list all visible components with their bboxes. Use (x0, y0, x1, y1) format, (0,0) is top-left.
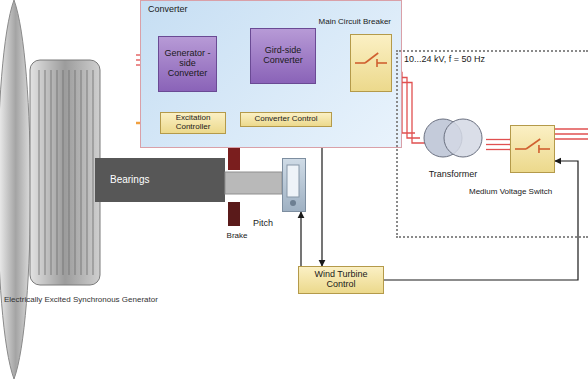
node-label: Generator -side Converter (159, 49, 216, 79)
wire-strand (486, 149, 510, 150)
main-shaft (225, 172, 282, 194)
switch-symbol (351, 35, 391, 91)
wire-strand (486, 139, 510, 140)
converter-panel: ConverterGenerator -side Converter Gird-s… (140, 0, 402, 148)
brake-caliper (228, 202, 240, 226)
grid-wire (555, 128, 588, 129)
medium-voltage-switch: Medium Voltage Switch (510, 125, 555, 173)
node-label: Pitch (253, 219, 273, 229)
brake-label-box: Brake (220, 230, 254, 243)
node-label: Transformer (429, 170, 478, 180)
generator: Electrically Excited Synchronous Generat… (28, 52, 136, 292)
controller-box: Converter Control (240, 112, 332, 127)
node-label: Gird-side Converter (251, 46, 315, 66)
node-label: Converter Control (254, 115, 317, 124)
converter-box: Generator -side Converter (158, 36, 217, 92)
rotor-blade (0, 0, 31, 379)
generator-drum (30, 60, 100, 285)
node-label: Converter (148, 5, 188, 15)
grid-connection-region: 10...24 kV, f = 50 HzTransformerMedium V… (396, 50, 588, 238)
controller-box: Excitation Controller (160, 112, 226, 134)
node-label: Excitation Controller (161, 114, 225, 132)
grid-wire (555, 133, 588, 134)
converter-box: Gird-side Converter (250, 28, 316, 84)
node-label: Main Circuit Breaker (319, 18, 391, 27)
node-label: Medium Voltage Switch (469, 188, 552, 197)
bearing-housing (95, 158, 225, 202)
transformer-symbol: Transformer (420, 112, 486, 164)
control-arrow (300, 212, 301, 266)
generator-windings (36, 70, 94, 275)
transformer-symbol (420, 112, 486, 164)
node-label: 10...24 kV, f = 50 Hz (404, 55, 485, 65)
node-label: Electrically Excited Synchronous Generat… (4, 296, 158, 305)
controller-box: Wind Turbine Control (298, 266, 384, 294)
node-label: Wind Turbine Control (299, 270, 383, 290)
node-label: Brake (227, 232, 248, 241)
brake-caliper (228, 148, 240, 170)
power-wire (486, 144, 510, 145)
grid-wire (555, 138, 588, 139)
switch-symbol (511, 126, 554, 172)
pitch-drive: Pitch (282, 158, 306, 212)
control-arrow (384, 161, 578, 280)
part-name: Bearings (110, 174, 149, 185)
circuit-breaker: Main Circuit Breaker (350, 34, 392, 92)
pitch-symbol (283, 159, 305, 211)
